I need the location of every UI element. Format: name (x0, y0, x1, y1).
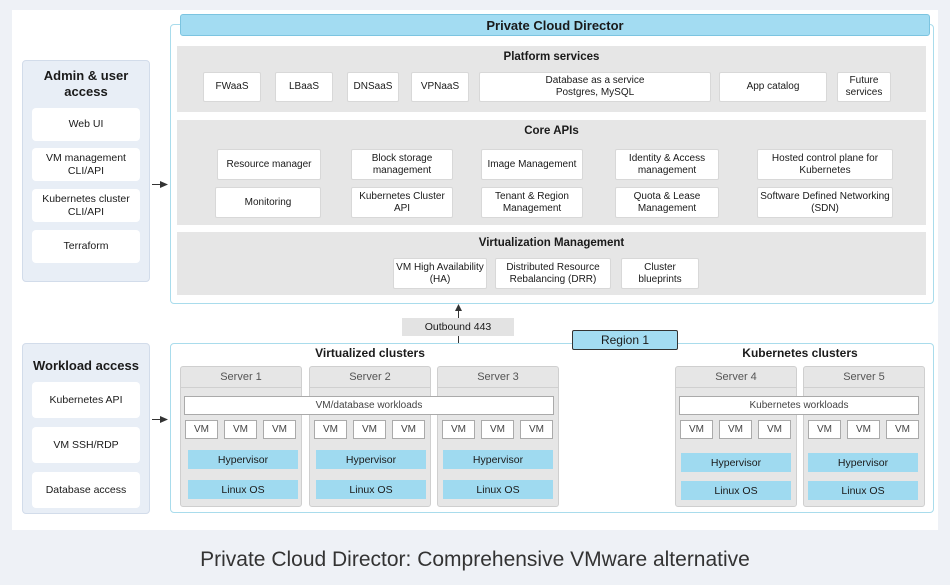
vm-box: VM (263, 420, 296, 439)
core-resource-manager: Resource manager (217, 149, 321, 180)
vm-database-workloads: VM/database workloads (184, 396, 554, 415)
core-monitoring: Monitoring (215, 187, 321, 218)
vm-box: VM (481, 420, 514, 439)
virt-vm-ha: VM High Availability (HA) (393, 258, 487, 289)
vm-box: VM (314, 420, 347, 439)
server-name: Server 1 (181, 371, 301, 388)
platform-item-app-catalog: App catalog (719, 72, 827, 102)
hypervisor-box: Hypervisor (316, 450, 426, 469)
server-card: Server 1 VM VM VM Hypervisor Linux OS (180, 366, 302, 507)
virtualized-clusters-title: Virtualized clusters (315, 346, 425, 360)
hypervisor-box: Hypervisor (808, 453, 918, 472)
vm-box: VM (719, 420, 752, 439)
vm-box: VM (520, 420, 553, 439)
kubernetes-workloads: Kubernetes workloads (679, 396, 919, 415)
platform-item-lbaas: LBaaS (275, 72, 333, 102)
server-name: Server 2 (310, 371, 430, 388)
vm-box: VM (185, 420, 218, 439)
virt-cluster-blueprints: Cluster blueprints (621, 258, 699, 289)
vm-box: VM (353, 420, 386, 439)
server-name: Server 3 (438, 371, 558, 388)
platform-services-title: Platform services (503, 51, 600, 63)
admin-access-panel: Admin & user access Web UI VM management… (22, 60, 150, 282)
core-sdn: Software Defined Networking (SDN) (757, 187, 893, 218)
outbound-arrow-line (458, 309, 459, 319)
vm-box: VM (847, 420, 880, 439)
workload-item-kubernetes-api: Kubernetes API (32, 382, 140, 418)
workload-item-database-access: Database access (32, 472, 140, 508)
server-card: Server 3 VM VM VM Hypervisor Linux OS (437, 366, 559, 507)
server-name: Server 5 (804, 371, 924, 388)
vm-box: VM (680, 420, 713, 439)
core-apis-title: Core APIs (524, 125, 579, 137)
workload-access-panel: Workload access Kubernetes API VM SSH/RD… (22, 343, 150, 514)
core-apis-section: Core APIs Resource manager Block storage… (177, 120, 926, 225)
outbound-label: Outbound 443 (402, 318, 514, 336)
arrow-right-icon (160, 181, 168, 188)
hypervisor-box: Hypervisor (443, 450, 553, 469)
server-card: Server 2 VM VM VM Hypervisor Linux OS (309, 366, 431, 507)
linux-os-box: Linux OS (316, 480, 426, 499)
platform-item-dnsaas: DNSaaS (347, 72, 399, 102)
outbound-connector-line (458, 336, 459, 344)
virtualization-management-section: Virtualization Management VM High Availa… (177, 232, 926, 295)
vm-box: VM (442, 420, 475, 439)
linux-os-box: Linux OS (808, 481, 918, 500)
server-card: Server 4 VM VM VM Hypervisor Linux OS (675, 366, 797, 507)
hypervisor-box: Hypervisor (188, 450, 298, 469)
core-quota-lease: Quota & Lease Management (615, 187, 719, 218)
private-cloud-director-title: Private Cloud Director (180, 14, 930, 36)
region-label: Region 1 (572, 330, 678, 350)
admin-item-web-ui: Web UI (32, 108, 140, 141)
virtualization-management-title: Virtualization Management (478, 237, 625, 249)
virt-drr: Distributed Resource Rebalancing (DRR) (495, 258, 611, 289)
linux-os-box: Linux OS (188, 480, 298, 499)
workload-item-vm-ssh-rdp: VM SSH/RDP (32, 427, 140, 463)
linux-os-box: Linux OS (443, 480, 553, 499)
core-block-storage: Block storage management (351, 149, 453, 180)
workload-access-title: Workload access (33, 358, 139, 373)
hypervisor-box: Hypervisor (681, 453, 791, 472)
admin-access-title: Admin & user access (43, 68, 129, 100)
admin-item-kubernetes-cli: Kubernetes cluster CLI/API (32, 189, 140, 222)
admin-arrow-line (152, 184, 162, 185)
diagram-caption: Private Cloud Director: Comprehensive VM… (200, 548, 750, 571)
platform-item-future-services: Future services (837, 72, 891, 102)
platform-services-section: Platform services FWaaS LBaaS DNSaaS VPN… (177, 46, 926, 112)
platform-item-dbaas: Database as a service Postgres, MySQL (479, 72, 711, 102)
vm-box: VM (392, 420, 425, 439)
admin-item-vm-management: VM management CLI/API (32, 148, 140, 181)
vm-box: VM (758, 420, 791, 439)
admin-item-terraform: Terraform (32, 230, 140, 263)
platform-item-vpnaas: VPNaaS (411, 72, 469, 102)
core-hosted-control-plane: Hosted control plane for Kubernetes (757, 149, 893, 180)
arrow-right-icon (160, 416, 168, 423)
vm-box: VM (886, 420, 919, 439)
platform-item-fwaas: FWaaS (203, 72, 261, 102)
workload-arrow-line (152, 419, 162, 420)
server-name: Server 4 (676, 371, 796, 388)
vm-box: VM (808, 420, 841, 439)
arrow-up-icon (455, 304, 462, 311)
core-kubernetes-cluster-api: Kubernetes Cluster API (351, 187, 453, 218)
core-tenant-region: Tenant & Region Management (481, 187, 583, 218)
linux-os-box: Linux OS (681, 481, 791, 500)
core-identity-access: Identity & Access management (615, 149, 719, 180)
kubernetes-clusters-title: Kubernetes clusters (742, 346, 858, 360)
vm-box: VM (224, 420, 257, 439)
core-image-management: Image Management (481, 149, 583, 180)
server-card: Server 5 VM VM VM Hypervisor Linux OS (803, 366, 925, 507)
